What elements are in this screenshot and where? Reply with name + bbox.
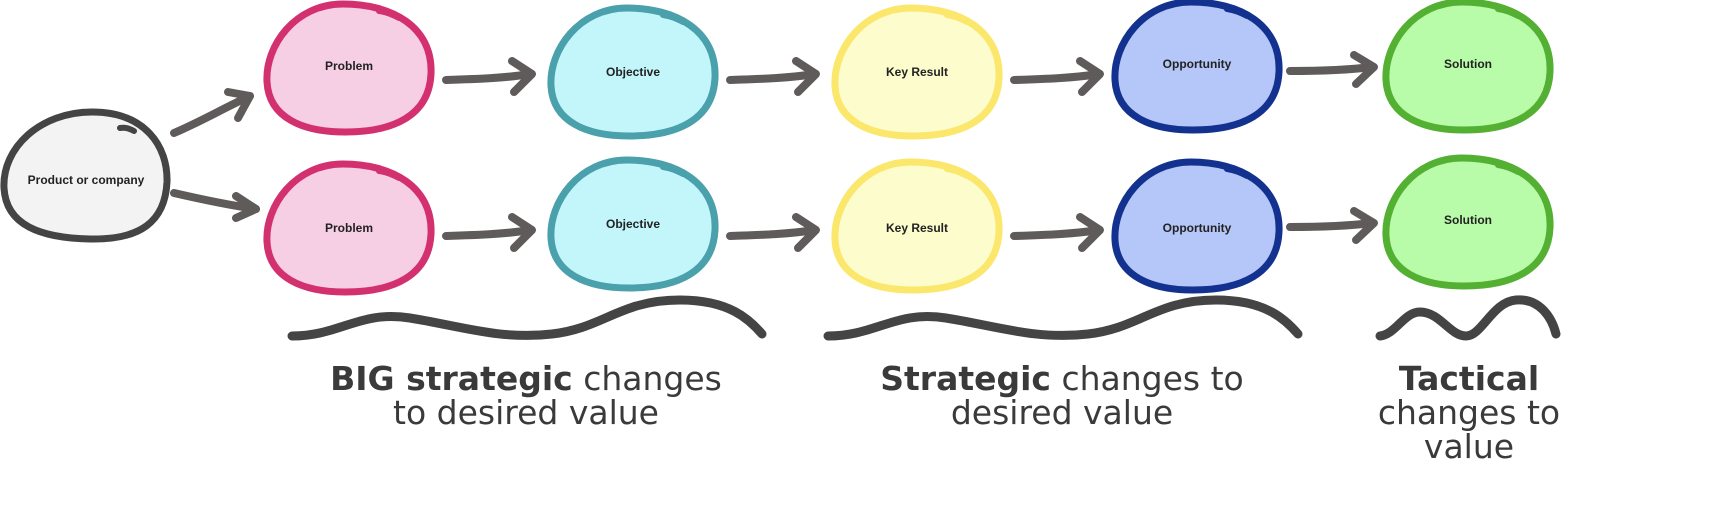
row-2-node-objective[interactable]: Objective (547, 156, 719, 292)
row-1-arrow-2 (726, 57, 820, 96)
node-label: Opportunity (1163, 221, 1232, 235)
caption-big-strategic: BIG strategic changes to desired value (320, 362, 732, 430)
node-shape (263, 0, 435, 136)
row-1-node-objective[interactable]: Objective (547, 4, 719, 140)
row-1-node-opportunity[interactable]: Opportunity (1111, 0, 1283, 134)
root-arrow-bottom (170, 189, 260, 222)
node-label: Opportunity (1163, 57, 1232, 71)
row-1-node-problem[interactable]: Problem (263, 0, 435, 136)
root-node[interactable]: Product or company (0, 108, 171, 243)
node-label: Problem (325, 59, 373, 73)
node-shape (263, 160, 435, 296)
caption-big-strategic-rest: changes to desired value (393, 359, 722, 432)
node-shape (1111, 158, 1283, 294)
node-shape (547, 4, 719, 140)
row-1-node-solution[interactable]: Solution (1382, 0, 1554, 134)
brace-big-strategic (287, 295, 767, 341)
node-label: Key Result (886, 65, 948, 79)
caption-tactical-bold: Tactical (1398, 359, 1540, 398)
root-node-stroke-mark (117, 124, 137, 134)
node-shape (1382, 154, 1554, 290)
caption-strategic: Strategic changes to desired value (822, 362, 1302, 430)
row-2-arrow-1 (442, 213, 536, 252)
row-1-node-key-result[interactable]: Key Result (831, 4, 1003, 140)
brace-tactical (1375, 295, 1561, 341)
caption-tactical-rest: changes to value (1377, 393, 1561, 466)
root-arrow-top (170, 88, 254, 137)
row-1-arrow-3 (1010, 57, 1104, 96)
node-label: Solution (1444, 57, 1492, 71)
node-label: Key Result (886, 221, 948, 235)
row-2-node-opportunity[interactable]: Opportunity (1111, 158, 1283, 294)
node-shape (1382, 0, 1554, 134)
caption-big-strategic-bold: BIG strategic (330, 359, 573, 398)
node-shape (831, 4, 1003, 140)
root-node-label: Product or company (28, 173, 145, 187)
root-node-shape (0, 108, 171, 243)
caption-strategic-rest: changes to desired value (950, 359, 1244, 432)
row-1-arrow-4 (1286, 51, 1378, 88)
node-label: Objective (606, 217, 660, 231)
row-2-node-key-result[interactable]: Key Result (831, 158, 1003, 294)
node-label: Problem (325, 221, 373, 235)
row-1-arrow-1 (442, 57, 536, 96)
node-shape (547, 156, 719, 292)
brace-strategic (823, 295, 1303, 341)
caption-tactical: Tactical changes to value (1374, 362, 1564, 464)
node-label: Objective (606, 65, 660, 79)
node-shape (1111, 0, 1283, 134)
row-2-arrow-3 (1010, 213, 1104, 252)
node-shape (831, 158, 1003, 294)
row-2-arrow-4 (1286, 207, 1378, 244)
row-2-arrow-2 (726, 213, 820, 252)
row-2-node-solution[interactable]: Solution (1382, 154, 1554, 290)
caption-strategic-bold: Strategic (880, 359, 1051, 398)
node-label: Solution (1444, 213, 1492, 227)
row-2-node-problem[interactable]: Problem (263, 160, 435, 296)
